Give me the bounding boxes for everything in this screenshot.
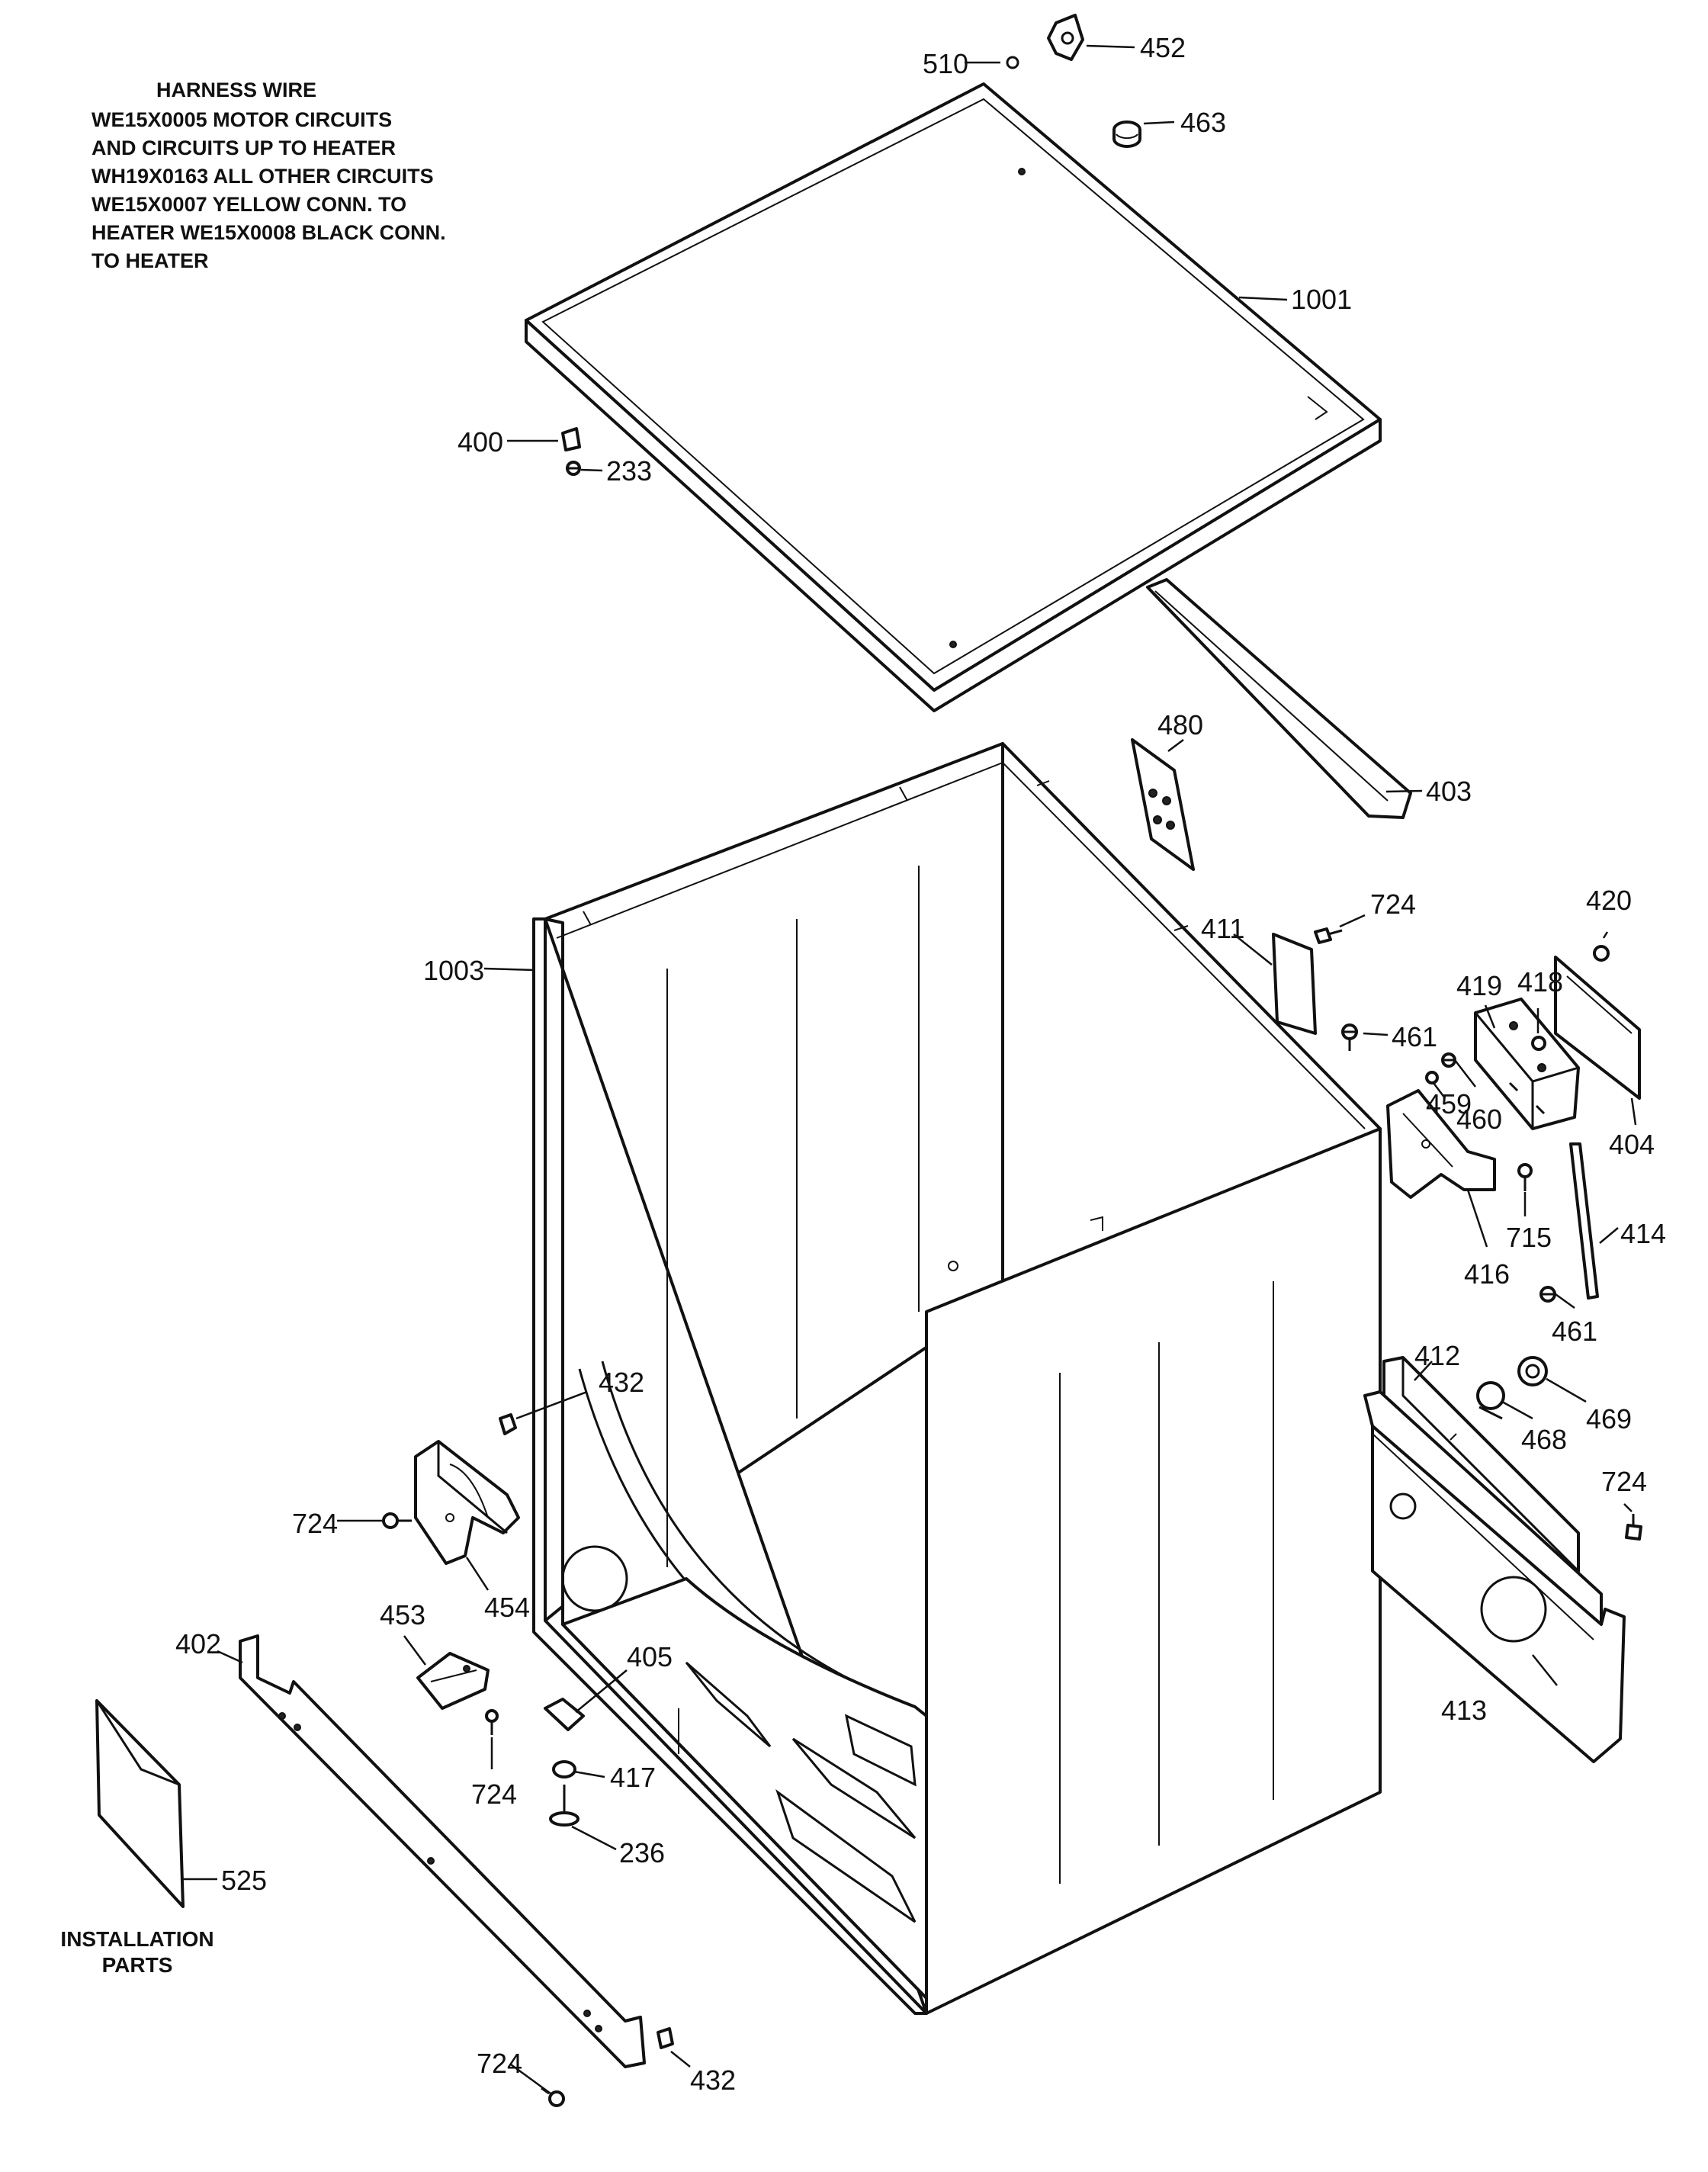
callout-417: 417 — [610, 1762, 656, 1793]
callout-420: 420 — [1586, 885, 1632, 916]
callout-525: 525 — [221, 1865, 267, 1896]
callout-724: 724 — [477, 2048, 522, 2079]
clip — [1425, 1071, 1439, 1084]
callout-labels: 510 452 463 1001 400 233 480 403 724 420… — [175, 32, 1666, 2096]
door-hinge — [416, 1652, 490, 1710]
leveling-leg — [549, 1785, 580, 1827]
harness-note-line: WE15X0005 MOTOR CIRCUITS — [92, 108, 393, 131]
top-panel — [525, 82, 1382, 712]
harness-note-line: WE15X0007 YELLOW CONN. TO — [92, 193, 407, 216]
callout-510: 510 — [923, 48, 968, 79]
callout-1001: 1001 — [1291, 284, 1352, 315]
clip — [657, 2027, 674, 2049]
screw — [382, 1512, 412, 1529]
callout-454: 454 — [484, 1592, 530, 1623]
screw — [1539, 1286, 1556, 1303]
callout-411: 411 — [1201, 913, 1244, 944]
terminal-block — [1474, 998, 1580, 1130]
callout-403: 403 — [1426, 776, 1472, 807]
harness-note-line: AND CIRCUITS UP TO HEATER — [92, 137, 396, 159]
callout-461: 461 — [1392, 1021, 1437, 1052]
foam-pad — [1131, 738, 1195, 871]
callout-412: 412 — [1414, 1340, 1460, 1371]
screw — [566, 461, 581, 476]
screw — [485, 1709, 499, 1735]
harness-note-line: TO HEATER — [92, 249, 209, 272]
callout-233: 233 — [606, 455, 652, 487]
callout-418: 418 — [1517, 966, 1563, 998]
installation-parts-envelope — [95, 1699, 185, 1908]
callout-452: 452 — [1140, 32, 1186, 63]
nut — [552, 1760, 576, 1778]
screw — [1625, 1514, 1642, 1541]
callout-468: 468 — [1521, 1424, 1567, 1455]
callout-463: 463 — [1180, 107, 1226, 138]
motor-pulley — [1517, 1356, 1548, 1386]
toe-panel — [1363, 1390, 1626, 1763]
callout-400: 400 — [458, 426, 503, 458]
idler — [1476, 1381, 1505, 1420]
harness-note-line: WH19X0163 ALL OTHER CIRCUITS — [92, 165, 434, 188]
mounting-bracket — [1386, 1089, 1496, 1199]
bottom-panel — [239, 1634, 646, 2068]
callout-724: 724 — [1370, 888, 1416, 920]
nut — [1531, 1036, 1546, 1051]
callout-724: 724 — [292, 1508, 338, 1539]
callout-724: 724 — [471, 1778, 517, 1810]
callout-419: 419 — [1456, 970, 1502, 1001]
callout-461: 461 — [1552, 1316, 1597, 1347]
callout-460: 460 — [1456, 1104, 1502, 1135]
installation-parts-note: INSTALLATION PARTS — [46, 1926, 229, 1978]
harness-wire-note: HARNESS WIRE WE15X0005 MOTOR CIRCUITS AN… — [92, 76, 580, 275]
callout-416: 416 — [1464, 1258, 1510, 1290]
door-latch-bracket — [414, 1440, 520, 1565]
screw — [1517, 1163, 1533, 1191]
screw — [1441, 1052, 1456, 1068]
support-strap — [1146, 578, 1412, 819]
access-cover — [1272, 933, 1317, 1035]
screw — [541, 2087, 565, 2107]
callout-469: 469 — [1586, 1403, 1632, 1435]
installation-line-1: INSTALLATION — [60, 1927, 214, 1951]
callout-432: 432 — [690, 2064, 736, 2096]
clip — [499, 1413, 517, 1435]
leader-lines — [183, 44, 1637, 2095]
callout-404: 404 — [1609, 1129, 1655, 1160]
callout-414: 414 — [1620, 1218, 1666, 1249]
callout-715: 715 — [1506, 1222, 1552, 1253]
terminal-cover — [1554, 956, 1641, 1100]
installation-line-2: PARTS — [101, 1953, 173, 1977]
harness-note-line: HEATER WE15X0008 BLACK CONN. — [92, 221, 446, 244]
callout-724: 724 — [1601, 1466, 1647, 1497]
bumper — [1112, 120, 1141, 148]
callout-413: 413 — [1441, 1695, 1487, 1726]
cabinet — [532, 742, 1382, 2015]
harness-wire-heading: HARNESS WIRE — [156, 79, 316, 101]
callout-459: 459 — [1426, 1088, 1472, 1120]
screw — [1314, 927, 1343, 944]
callout-236: 236 — [619, 1837, 665, 1868]
drum-clip — [544, 1698, 585, 1731]
wire-strap — [1569, 1142, 1599, 1300]
callout-480: 480 — [1157, 709, 1203, 741]
callout-405: 405 — [627, 1641, 673, 1672]
callout-453: 453 — [380, 1599, 425, 1631]
callout-432: 432 — [599, 1367, 644, 1398]
retainer-clip — [561, 427, 581, 451]
top-clip — [1006, 56, 1019, 69]
screw — [1593, 945, 1610, 962]
callout-402: 402 — [175, 1628, 221, 1660]
screw — [1341, 1023, 1358, 1051]
callout-1003: 1003 — [423, 955, 484, 986]
hinge-bracket — [1047, 14, 1084, 61]
